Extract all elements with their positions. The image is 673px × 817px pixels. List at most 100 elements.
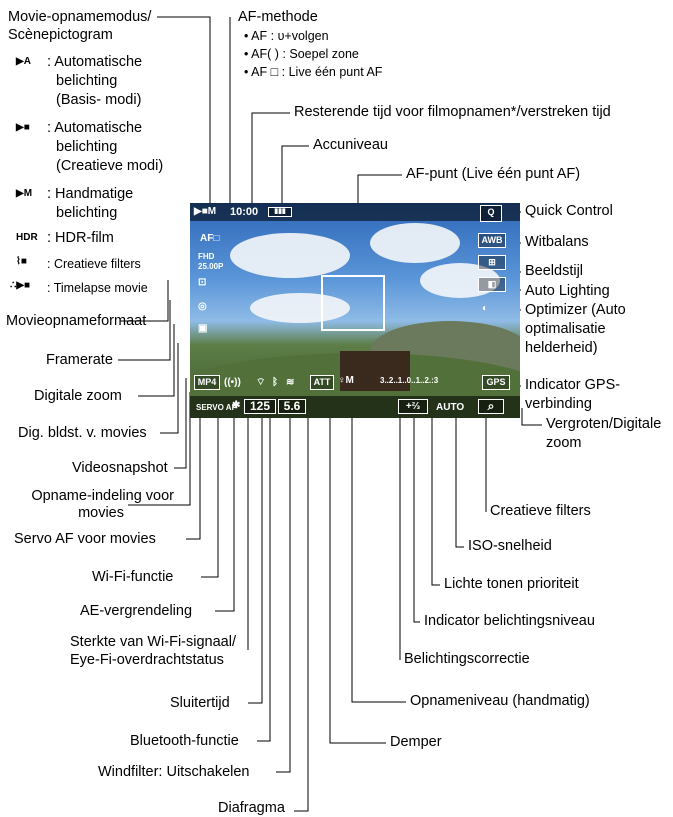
digital-zoom-icon: ⊡ xyxy=(198,277,207,288)
picture-style-icon: ⊞ xyxy=(478,255,506,270)
bluetooth-icon: ᛒ xyxy=(272,377,278,388)
label-battery: Accuniveau xyxy=(313,137,388,153)
label-auto-creative-2: belichting xyxy=(56,139,118,155)
cloud xyxy=(370,223,460,263)
af-zone-label: AF( ) xyxy=(251,47,279,61)
exposure-scale: 3..2..1..0..1..2.:3 xyxy=(380,376,439,385)
label-bluetooth: Bluetooth-functie xyxy=(130,733,239,749)
timelapse-icon: ∴▶■ xyxy=(10,280,31,291)
house xyxy=(340,351,410,391)
auto-creative-icon: ▶■ xyxy=(16,122,30,133)
wifi-signal-icon: ((•)) xyxy=(224,377,241,388)
battery-icon: ▮▮▮ xyxy=(268,207,292,217)
label-framerate: Framerate xyxy=(46,352,113,368)
label-scene-icon: Scènepictogram xyxy=(8,27,113,43)
cloud xyxy=(230,233,350,278)
label-alo-4: helderheid) xyxy=(525,340,598,356)
af-face-text: : ᴜ+volgen xyxy=(270,29,329,43)
wifi-icon: ⌔ xyxy=(256,377,266,388)
label-alo-2: Optimizer (Auto xyxy=(525,302,626,318)
label-hdr: : HDR-film xyxy=(47,230,114,246)
label-auto-creative-3: (Creatieve modi) xyxy=(56,158,164,174)
image-stabilizer-icon: ◎ xyxy=(198,301,207,312)
rec-level-icon: ♀M xyxy=(338,375,354,386)
af-zone-text: : Soepel zone xyxy=(282,47,359,61)
fps-readout: 25.00P xyxy=(198,262,224,271)
label-picture-style: Beeldstijl xyxy=(525,263,584,279)
label-highlight-tone: Lichte tonen prioriteit xyxy=(444,576,579,592)
af-point-frame xyxy=(321,275,385,331)
manual-icon: ▶M xyxy=(16,188,33,199)
time-readout: 10:00 xyxy=(230,206,259,218)
af-face-label: AF xyxy=(251,29,268,43)
label-exposure-comp: Belichtingscorrectie xyxy=(404,651,530,667)
label-manual-2: belichting xyxy=(56,205,118,221)
label-rec-level: Opnameniveau (handmatig) xyxy=(410,693,590,709)
label-dig-img-stab: Dig. bldst. v. movies xyxy=(18,425,147,441)
bottom-status-bar xyxy=(190,396,520,418)
label-shutter: Sluitertijd xyxy=(170,695,230,711)
wind-filter-icon: ≋ xyxy=(286,377,295,388)
label-creative-filters: Creatieve filters xyxy=(490,503,591,519)
label-auto-basic-1: : Automatische xyxy=(47,54,143,70)
label-timelapse: : Timelapse movie xyxy=(47,281,148,295)
label-video-snapshot: Videosnapshot xyxy=(72,460,168,476)
af-single-text: : Live één punt AF xyxy=(281,65,383,79)
label-white-balance: Witbalans xyxy=(525,234,589,250)
hdr-icon: HDR xyxy=(16,232,38,243)
af-mode-readout: AF□ xyxy=(200,233,220,244)
exposure-comp-readout: +⅔ xyxy=(398,399,428,414)
quick-control-button[interactable]: Q xyxy=(480,205,502,222)
label-quick-control: Quick Control xyxy=(525,203,613,219)
label-auto-creative-1: : Automatische xyxy=(47,120,143,136)
cloud xyxy=(250,293,350,323)
awb-icon: AWB xyxy=(478,233,506,248)
label-movie-format: Movieopnameformaat xyxy=(6,313,147,329)
label-creative-filters-mode: : Creatieve filters xyxy=(47,257,141,271)
creative-filter-status-icon: ◐ xyxy=(482,303,489,314)
af-single-item: • AF □ : Live één punt AF xyxy=(244,65,383,79)
gps-badge: GPS xyxy=(482,375,510,390)
label-digital-zoom: Digitale zoom xyxy=(34,388,122,404)
af-zone-item: • AF( ) : Soepel zone xyxy=(244,47,359,61)
label-gps-2: verbinding xyxy=(525,396,592,412)
label-rec-format-1: Opname-indeling voor xyxy=(31,488,174,504)
label-alo-1: Auto Lighting xyxy=(525,283,610,299)
label-wifi-signal-2: Eye-Fi-overdrachtstatus xyxy=(70,652,224,668)
aperture-readout: 5.6 xyxy=(278,399,306,414)
fhd-readout: FHD xyxy=(198,252,215,261)
label-remaining-time: Resterende tijd voor filmopnamen*/verstr… xyxy=(294,104,611,120)
label-exposure-level: Indicator belichtingsniveau xyxy=(424,613,595,629)
label-attenuator: Demper xyxy=(390,734,442,750)
alo-icon: ◧ xyxy=(478,277,506,292)
label-wind-filter: Windfilter: Uitschakelen xyxy=(98,764,250,780)
cloud xyxy=(420,263,500,298)
iso-readout: AUTO xyxy=(436,402,465,413)
label-manual-1: : Handmatige xyxy=(47,186,134,202)
label-ae-lock: AE-vergrendeling xyxy=(80,603,193,619)
ae-lock-icon: ✱ xyxy=(232,400,241,411)
label-iso: ISO-snelheid xyxy=(468,538,552,554)
af-single-label: AF □ xyxy=(251,65,279,79)
label-servo-af: Servo AF voor movies xyxy=(14,531,156,547)
label-alo-3: optimalisatie xyxy=(525,321,606,337)
movie-mode-icon: ▶■M xyxy=(194,206,217,217)
label-wifi: Wi-Fi-functie xyxy=(92,569,174,585)
label-magnify-2: zoom xyxy=(546,435,582,451)
camera-screen: ▶■M 10:00 ▮▮▮ Q AF□ FHD 25.00P ⊡ ◎ ▣ AWB… xyxy=(190,203,520,418)
creative-filter-icon: ⌇■ xyxy=(16,256,27,267)
label-aperture: Diafragma xyxy=(218,800,285,816)
auto-basic-icon: ▶A xyxy=(16,56,31,67)
video-snapshot-icon: ▣ xyxy=(198,323,208,334)
label-magnify-1: Vergroten/Digitale xyxy=(546,416,662,432)
label-auto-basic-2: belichting xyxy=(56,73,118,89)
mp4-badge: MP4 xyxy=(194,375,220,390)
af-face-item: • AF : ᴜ+volgen xyxy=(244,29,329,43)
servo-af-readout: SERVO AF xyxy=(196,403,237,412)
label-af-point: AF-punt (Live één punt AF) xyxy=(406,166,581,182)
label-movie-mode: Movie-opnamemodus/ xyxy=(8,9,152,25)
label-wifi-signal-1: Sterkte van Wi-Fi-signaal/ xyxy=(70,634,236,650)
magnify-button[interactable]: ⌕ xyxy=(478,399,504,414)
label-auto-basic-3: (Basis- modi) xyxy=(56,92,142,108)
label-gps-1: Indicator GPS- xyxy=(525,377,621,393)
